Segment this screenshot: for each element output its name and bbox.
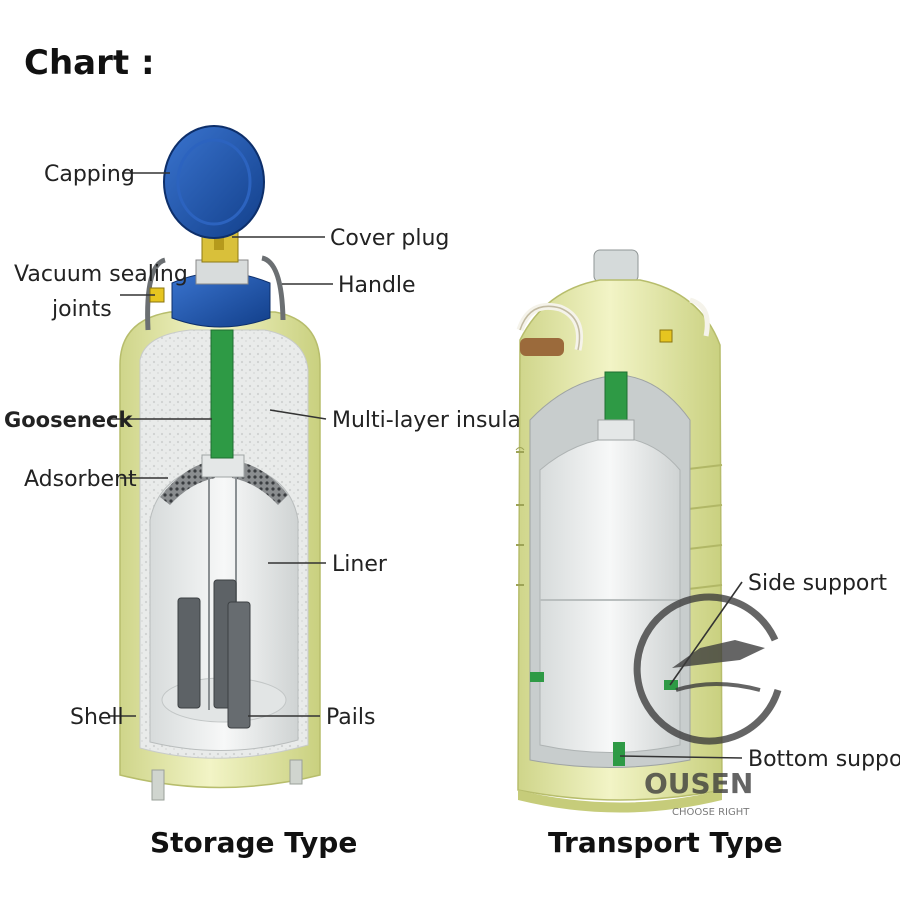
logo-tagline: CHOOSE RIGHT: [672, 807, 750, 818]
storage-dewar: [119, 125, 321, 801]
label-side-support: Side support: [748, 571, 887, 596]
logo-name: OUSEN: [644, 767, 753, 800]
transport-dewar: [515, 249, 723, 813]
label-vacuum-joints: joints: [51, 297, 112, 322]
label-pails: Pails: [326, 705, 375, 730]
label-gooseneck: Gooseneck: [4, 408, 133, 432]
label-shell: Shell: [70, 705, 124, 730]
storage-leader-lines: [108, 172, 333, 717]
label-cover-plug: Cover plug: [330, 226, 449, 251]
label-handle: Handle: [338, 273, 416, 298]
label-bottom-support: Bottom support: [748, 747, 900, 772]
caption-storage-type: Storage Type: [150, 826, 357, 859]
label-liner: Liner: [332, 552, 388, 577]
ousen-logo: OUSEN CHOOSE RIGHT: [633, 593, 782, 818]
caption-transport-type: Transport Type: [548, 826, 783, 859]
label-capping: Capping: [44, 162, 135, 187]
label-vacuum-sealing: Vacuum sealing: [14, 262, 188, 287]
label-adsorbent: Adsorbent: [24, 467, 137, 492]
chart-heading: Chart :: [24, 43, 155, 83]
